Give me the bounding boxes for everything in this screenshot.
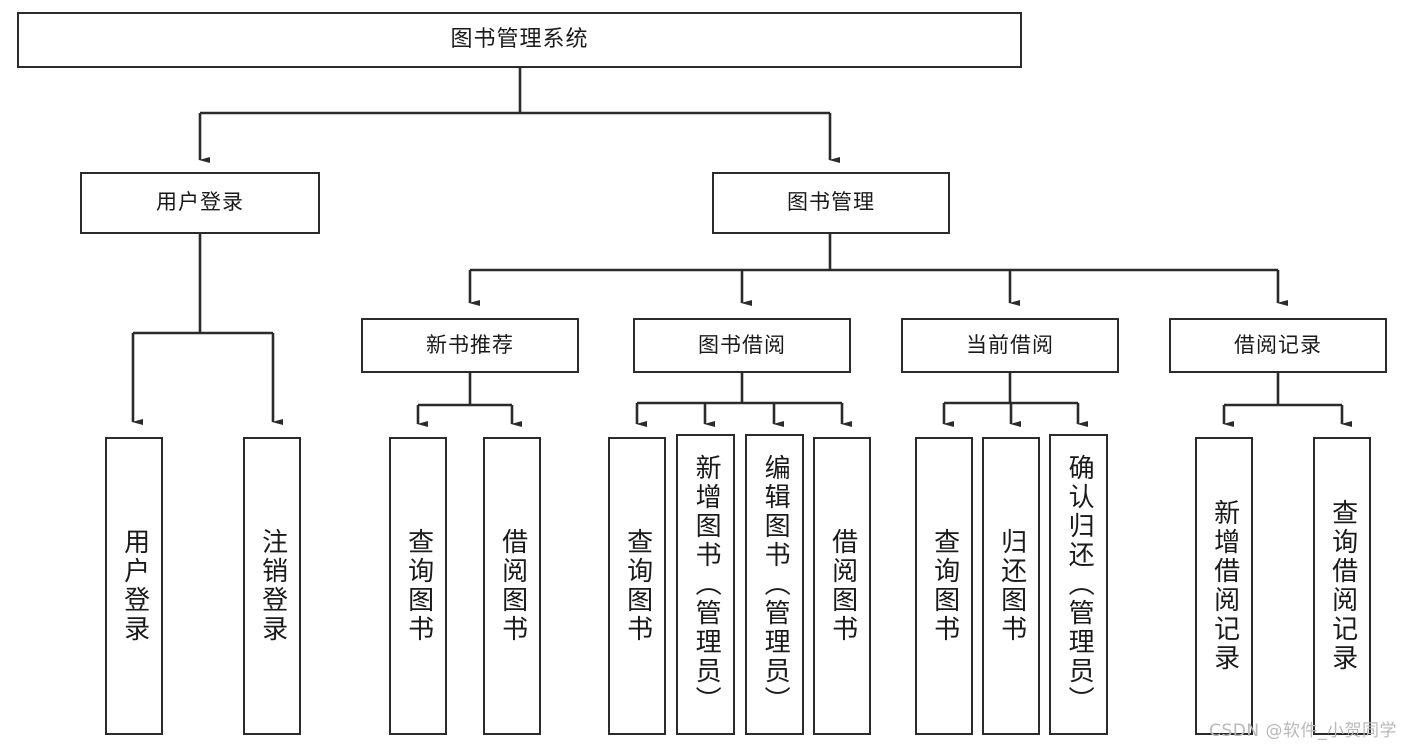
node-current-borrow[interactable]: 当前借阅: [901, 318, 1119, 373]
node-label: 确认归还（管理员）: [1064, 454, 1095, 715]
node-label: 图书借阅: [698, 332, 786, 357]
node-book-manage[interactable]: 图书管理: [712, 172, 950, 234]
leaf-query-book-3[interactable]: 查询图书: [915, 437, 973, 735]
node-book-borrow[interactable]: 图书借阅: [633, 318, 851, 373]
leaf-query-book-2[interactable]: 查询图书: [608, 437, 666, 735]
node-root[interactable]: 图书管理系统: [17, 12, 1022, 68]
node-label: 注销登录: [257, 528, 288, 644]
node-label: 编辑图书（管理员）: [760, 454, 791, 715]
node-label: 图书管理: [787, 190, 875, 215]
node-label: 当前借阅: [966, 332, 1054, 357]
node-label: 查询图书: [929, 528, 960, 644]
node-label: 新书推荐: [426, 332, 514, 357]
node-label: 借阅图书: [497, 528, 528, 644]
leaf-confirm-return[interactable]: 确认归还（管理员）: [1049, 434, 1108, 735]
node-label: 图书管理系统: [450, 26, 589, 52]
node-label: 查询借阅记录: [1327, 499, 1358, 673]
node-label: 查询图书: [403, 528, 434, 644]
leaf-query-record[interactable]: 查询借阅记录: [1313, 437, 1371, 735]
node-new-book-rec[interactable]: 新书推荐: [361, 318, 579, 373]
leaf-return-book[interactable]: 归还图书: [982, 437, 1040, 735]
node-label: 借阅记录: [1234, 332, 1322, 357]
leaf-borrow-book-2[interactable]: 借阅图书: [813, 437, 871, 735]
leaf-query-book-1[interactable]: 查询图书: [389, 437, 447, 735]
leaf-user-logout[interactable]: 注销登录: [243, 437, 301, 735]
leaf-user-login[interactable]: 用户登录: [105, 437, 163, 735]
node-label: 新增图书（管理员）: [691, 454, 722, 715]
node-label: 用户登录: [119, 528, 150, 644]
node-user-login[interactable]: 用户登录: [80, 172, 320, 234]
leaf-add-book[interactable]: 新增图书（管理员）: [676, 434, 735, 735]
node-label: 用户登录: [156, 190, 244, 215]
node-label: 归还图书: [996, 528, 1027, 644]
leaf-edit-book[interactable]: 编辑图书（管理员）: [745, 434, 804, 735]
node-label: 查询图书: [622, 528, 653, 644]
node-borrow-record[interactable]: 借阅记录: [1169, 318, 1387, 373]
csdn-watermark: CSDN @软件_小贺同学: [1209, 721, 1397, 741]
node-label: 借阅图书: [827, 528, 858, 644]
node-label: 新增借阅记录: [1209, 499, 1240, 673]
leaf-borrow-book-1[interactable]: 借阅图书: [483, 437, 541, 735]
leaf-add-record[interactable]: 新增借阅记录: [1195, 437, 1253, 735]
